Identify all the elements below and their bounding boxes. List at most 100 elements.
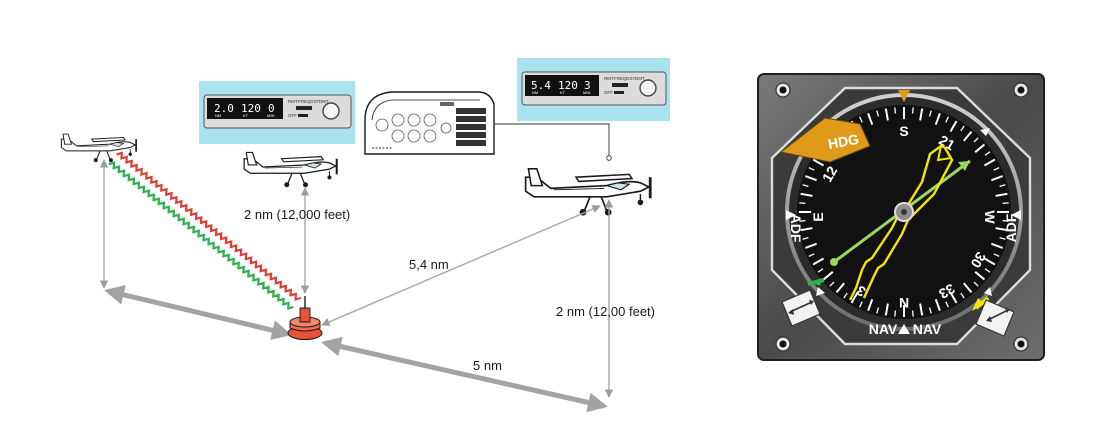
ground-distance-label: 5 nm: [473, 358, 502, 373]
ground-arrow-left: [104, 284, 292, 341]
compass-tick: [963, 130, 973, 142]
compass-tick: [984, 158, 996, 167]
compass-tick: [867, 112, 874, 125]
dme-left-kt-unit: KT: [243, 113, 249, 118]
dme-left-kt: 120: [241, 102, 261, 115]
dme-right-ctrl-3: DMT: [635, 76, 645, 81]
compass-tick: [859, 301, 863, 308]
compass-tick: [876, 307, 880, 314]
compass-tick: [884, 303, 889, 316]
adf-right-label: ADF: [1003, 213, 1019, 242]
compass-tick: [960, 125, 965, 132]
adf-left-triangle: [786, 210, 796, 220]
compass-tick: [884, 108, 889, 121]
index-triangle-bottom-left: [816, 287, 825, 296]
compass-tick: [911, 310, 914, 317]
compass-tick: [812, 257, 824, 266]
compass-tick: [960, 292, 965, 299]
compass-tick: [867, 299, 874, 312]
compass-tick: [859, 116, 863, 123]
compass-tick: [800, 192, 813, 197]
screw-top-left-icon: [775, 82, 791, 98]
dme-right-min-unit: MIN: [583, 90, 590, 95]
compass-tick: [949, 120, 958, 132]
nav-right-label: NAV: [913, 321, 942, 337]
compass-tick: [919, 108, 924, 121]
dme-right-knob[interactable]: [639, 79, 657, 97]
rmi-instrument: S 21 W 30 33 N 3 E 12 HDG: [757, 73, 1045, 361]
dme-left-switch[interactable]: [296, 106, 312, 110]
compass-tick: [799, 219, 806, 222]
compass-tick: [894, 310, 897, 317]
nav-center-triangle: [898, 324, 910, 334]
compass-tick: [829, 281, 835, 287]
dme-panel-left: 2.0 120 0 NM KT MIN RMT FREQ GST DMT OFF: [199, 81, 355, 144]
screw-top-right-icon: [1013, 82, 1029, 98]
dme-left-ctrl-1: FREQ: [298, 99, 311, 104]
card-label-w: W: [982, 210, 998, 224]
dme-left-knob[interactable]: [322, 102, 340, 120]
compass-tick: [802, 236, 809, 240]
compass-tick: [993, 167, 1000, 171]
compass-tick: [984, 257, 996, 266]
dme-left-off: OFF: [288, 113, 297, 118]
compass-tick: [843, 292, 848, 299]
slant-range-label: 2 nm (12,000 feet): [244, 207, 350, 222]
dme-right-ctrl-1: FREQ: [614, 76, 627, 81]
compass-tick: [991, 242, 1004, 249]
compass-tick: [911, 107, 914, 114]
panel-leader-line: [494, 123, 610, 156]
dme-left-ctrl-3: DMT: [319, 99, 329, 104]
compass-tick: [973, 137, 979, 143]
dme-right-kt: 120: [558, 79, 578, 92]
dme-right-min: 3: [584, 79, 591, 92]
card-label-s: S: [899, 123, 908, 139]
compass-tick: [799, 202, 806, 205]
compass-tick: [991, 175, 1004, 182]
compass-tick: [984, 151, 991, 156]
dme-panel-right: 5.4 120 3 NM KT MIN RMT FREQ GST DMT OFF: [517, 58, 670, 121]
dme-left-min-unit: MIN: [267, 113, 274, 118]
airplane-middle-icon: [243, 151, 339, 188]
compass-tick: [876, 110, 880, 117]
compass-tick: [973, 281, 979, 287]
compass-tick: [822, 271, 834, 281]
dme-left-ctrl-0: RMT: [288, 99, 298, 104]
compass-tick: [974, 271, 986, 281]
compass-tick: [802, 184, 809, 188]
compass-tick: [928, 307, 932, 314]
compass-tick: [984, 268, 991, 273]
signal-green-line: [108, 161, 294, 310]
compass-tick: [804, 242, 817, 249]
hdg-bug-flag[interactable]: HDG: [779, 117, 871, 163]
dme-right-nm: 5.4: [531, 79, 551, 92]
dme-right-switch[interactable]: [612, 83, 628, 87]
card-label-33: 33: [936, 281, 958, 303]
dme-left-nm: 2.0: [214, 102, 234, 115]
compass-tick: [808, 167, 815, 171]
screw-bottom-left-icon: [775, 336, 791, 352]
ground-station-icon: [287, 296, 323, 340]
dme-right-ctrl-2: GST: [626, 76, 636, 81]
altitude-right-label: 2 nm (12,00 feet): [556, 304, 655, 319]
compass-tick: [1002, 202, 1009, 205]
instrument-panel-sketch: [364, 91, 495, 155]
card-label-21: 21: [936, 132, 958, 154]
adf-right-triangle: [1011, 210, 1021, 220]
compass-tick: [945, 301, 949, 308]
compass-tick: [995, 192, 1008, 197]
compass-tick: [945, 116, 949, 123]
selector-knob-right[interactable]: [975, 299, 1015, 337]
adf-left-label: ADF: [788, 214, 804, 243]
selector-knob-left[interactable]: [781, 289, 821, 327]
dme-left-min: 0: [268, 102, 275, 115]
compass-tick: [850, 292, 859, 304]
compass-tick: [928, 110, 932, 117]
compass-tick: [999, 236, 1006, 240]
slant-distance-label: 5,4 nm: [409, 257, 449, 272]
lubber-line-icon: [898, 90, 910, 102]
compass-tick: [934, 112, 941, 125]
dme-right-ctrl-0: RMT: [604, 76, 614, 81]
signal-lines: [108, 151, 302, 310]
card-label-n: N: [899, 295, 909, 311]
